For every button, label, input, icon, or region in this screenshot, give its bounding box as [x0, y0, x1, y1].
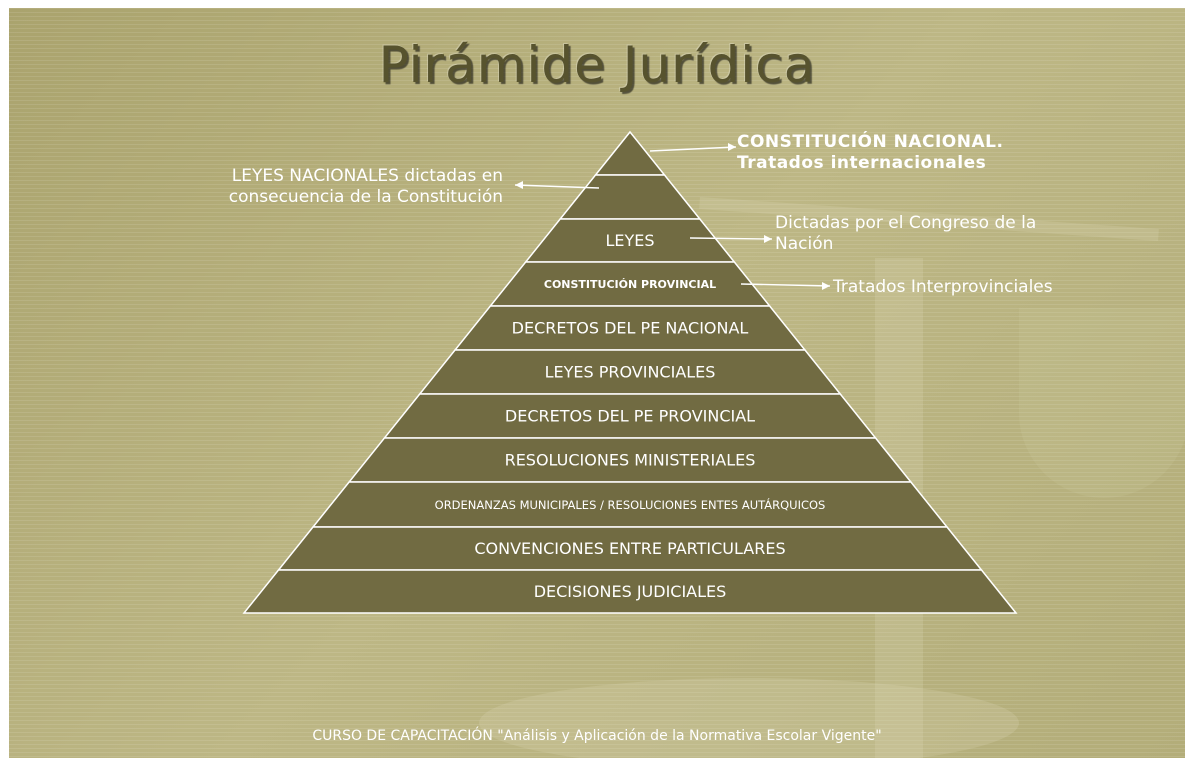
pyramid-tier-label-10: DECISIONES JUDICIALES — [534, 582, 727, 601]
pyramid-tier-label-5: LEYES PROVINCIALES — [545, 363, 716, 382]
note-leyes-nacionales: LEYES NACIONALES dictadas en consecuenci… — [169, 166, 503, 208]
note-congreso-line2: Nación — [775, 234, 834, 254]
note-leyes-nacionales-line1: LEYES NACIONALES dictadas en — [231, 166, 503, 186]
scale-base-decoration — [479, 678, 1019, 758]
pyramid-tier-label-4: DECRETOS DEL PE NACIONAL — [512, 319, 749, 338]
note-constitucion-line2: Tratados internacionales — [737, 153, 987, 173]
pyramid-tier-0 — [593, 130, 667, 176]
page-title: Pirámide Jurídica — [378, 36, 816, 94]
note-leyes-nacionales-line2: consecuencia de la Constitución — [228, 187, 503, 207]
pyramid-tier-label-8: ORDENANZAS MUNICIPALES / RESOLUCIONES EN… — [435, 497, 826, 512]
footer-course-title: CURSO DE CAPACITACIÓN "Análisis y Aplica… — [312, 728, 882, 744]
pyramid-tier-label-2: LEYES — [605, 231, 654, 250]
note-tratados-interprovinciales: Tratados Interprovinciales — [833, 277, 1053, 297]
note-congreso: Dictadas por el Congreso de la Nación — [775, 213, 1105, 255]
pyramid-tier-10 — [242, 569, 1018, 614]
arrow-tratados-interprovinciales — [740, 282, 831, 290]
pyramid-tier-label-6: DECRETOS DEL PE PROVINCIAL — [505, 407, 755, 426]
scale-pan-decoration — [1019, 308, 1185, 498]
arrow-leyes-nacionales — [514, 181, 600, 189]
arrow-congreso — [689, 235, 773, 243]
pyramid-diagram: LEYES CONSTITUCIÓN PROVINCIAL DECRETOS DEL… — [242, 130, 1018, 614]
slide: Pirámide Jurídica LEYES CONSTITUCIÓN PROV… — [9, 8, 1185, 758]
note-congreso-line1: Dictadas por el Congreso de la — [775, 213, 1037, 233]
pyramid-tier-1 — [558, 174, 702, 220]
arrow-constitucion-nacional — [649, 143, 737, 152]
pyramid-tier-label-7: RESOLUCIONES MINISTERIALES — [505, 451, 756, 470]
note-constitucion-line1: CONSTITUCIÓN NACIONAL. — [737, 132, 1004, 152]
pyramid-tier-label-3: CONSTITUCIÓN PROVINCIAL — [544, 278, 716, 291]
pyramid-tier-label-9: CONVENCIONES ENTRE PARTICULARES — [474, 539, 785, 558]
note-constitucion-nacional: CONSTITUCIÓN NACIONAL. Tratados internac… — [737, 132, 1003, 174]
